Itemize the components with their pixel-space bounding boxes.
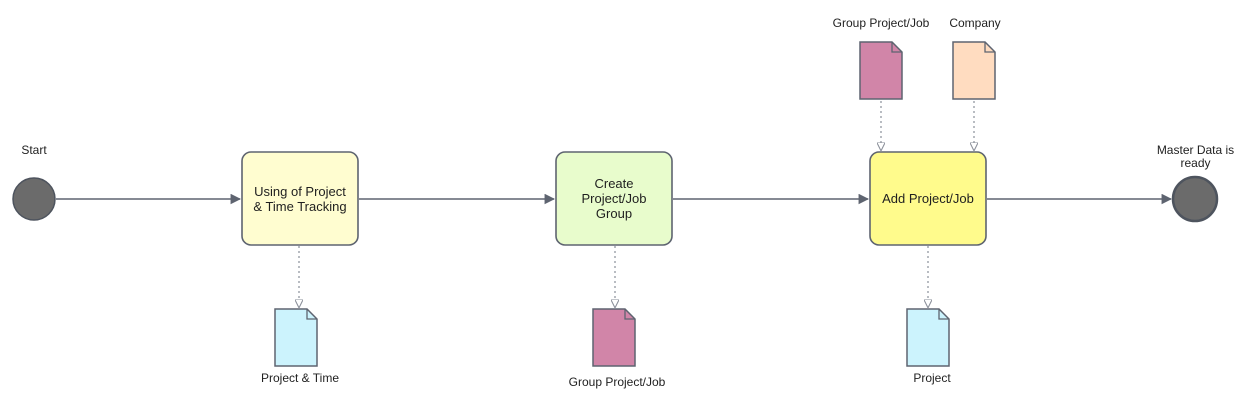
document-fold <box>984 42 995 53</box>
data-object-company-input[interactable] <box>952 41 996 100</box>
document-icon <box>859 41 903 100</box>
document-fold <box>306 309 317 320</box>
document-fold <box>891 42 902 53</box>
data-object-label: Project & Time <box>260 371 340 385</box>
document-icon <box>274 308 318 367</box>
document-fold <box>624 309 635 320</box>
data-associations <box>299 101 974 307</box>
data-object-project-output[interactable] <box>906 308 950 367</box>
data-object-label: Project <box>913 371 951 385</box>
data-object-group-output[interactable] <box>592 308 636 367</box>
end-event-label: Master Data is ready <box>1156 143 1235 170</box>
data-object-label: Group Project/Job <box>568 375 666 389</box>
task-create-project-job-group[interactable] <box>555 151 673 246</box>
start-event[interactable] <box>12 177 56 221</box>
document-fold <box>938 309 949 320</box>
task-add-project-job[interactable] <box>869 151 987 246</box>
start-event-label: Start <box>21 143 47 157</box>
data-object-project-time[interactable] <box>274 308 318 367</box>
document-icon <box>592 308 636 367</box>
data-object-label: Group Project/Job <box>832 16 930 30</box>
document-icon <box>952 41 996 100</box>
end-event[interactable] <box>1171 175 1219 223</box>
task-using-project-time-tracking[interactable] <box>241 151 359 246</box>
data-object-label: Company <box>949 16 1001 30</box>
document-icon <box>906 308 950 367</box>
data-object-group-input[interactable] <box>859 41 903 100</box>
